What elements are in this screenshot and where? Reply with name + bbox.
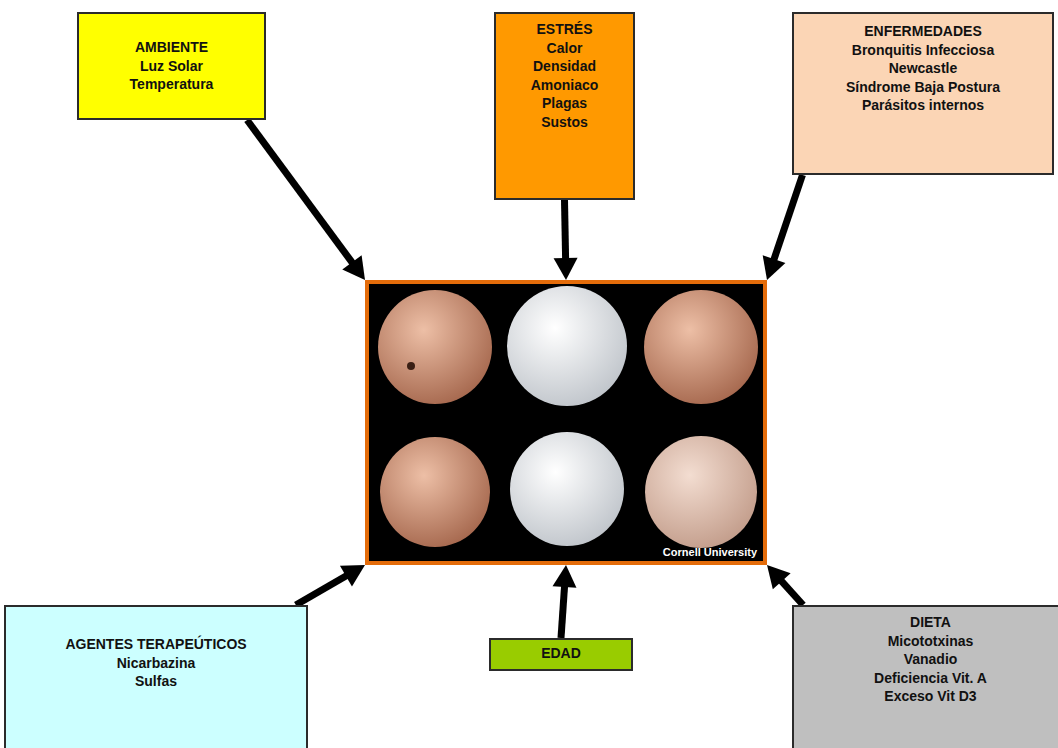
box-item: Exceso Vit D3 [794,687,1058,706]
egg [378,290,492,404]
box-item: Bronquitis Infecciosa [794,41,1052,60]
factor-box: ENFERMEDADESBronquitis InfecciosaNewcast… [792,12,1054,175]
box-item: Newcastle [794,59,1052,78]
box-item: Sulfas [6,672,306,691]
arrow-connector [554,200,578,280]
arrow-head [763,255,786,280]
arrow-connector [763,175,803,280]
egg [507,286,627,406]
factor-box: EDAD [489,638,633,671]
factor-box: ESTRÉSCalorDensidadAmoniacoPlagasSustos [494,12,635,200]
box-item: Deficiencia Vit. A [794,669,1058,688]
arrow-head [554,258,578,280]
box-heading: AMBIENTE [79,38,264,57]
factor-box: AGENTES TERAPEÚTICOSNicarbazinaSulfas [4,605,308,748]
box-heading: ENFERMEDADES [794,22,1052,41]
arrow-head [342,255,365,280]
arrow-connector [247,120,365,280]
box-item: Sustos [496,113,633,132]
arrow-shaft [247,120,353,264]
arrow-shaft [780,580,803,605]
egg-photo: Cornell University [365,280,767,565]
box-item: Nicarbazina [6,654,306,673]
box-item: Densidad [496,57,633,76]
arrow-shaft [296,575,348,605]
arrow-shaft [773,175,802,261]
box-item: Luz Solar [79,57,264,76]
arrow-shaft [561,585,565,638]
box-heading: EDAD [491,644,631,663]
arrow-connector [296,565,365,605]
egg [644,290,758,404]
arrow-connector [553,565,577,638]
box-item: Calor [496,39,633,58]
arrow-shaft [565,200,566,260]
box-item: Plagas [496,94,633,113]
shell-speck [407,362,415,370]
box-item: Micototxinas [794,632,1058,651]
box-heading: ESTRÉS [496,20,633,39]
egg [510,432,624,546]
box-item: Parásitos internos [794,96,1052,115]
egg [645,436,757,548]
box-heading: AGENTES TERAPEÚTICOS [6,635,306,654]
eggs-illustration [369,284,763,561]
arrow-head [553,565,577,588]
box-item: Temperatura [79,75,264,94]
box-item: Vanadio [794,650,1058,669]
box-heading: DIETA [794,613,1058,632]
arrow-connector [767,565,803,605]
factor-box: AMBIENTELuz SolarTemperatura [77,12,266,120]
watermark: Cornell University [663,546,757,558]
arrow-head [340,565,365,586]
arrow-head [767,565,791,589]
box-item: Amoniaco [496,76,633,95]
factor-box: DIETAMicototxinasVanadioDeficiencia Vit.… [792,605,1058,748]
box-item: Síndrome Baja Postura [794,78,1052,97]
egg [380,437,490,547]
